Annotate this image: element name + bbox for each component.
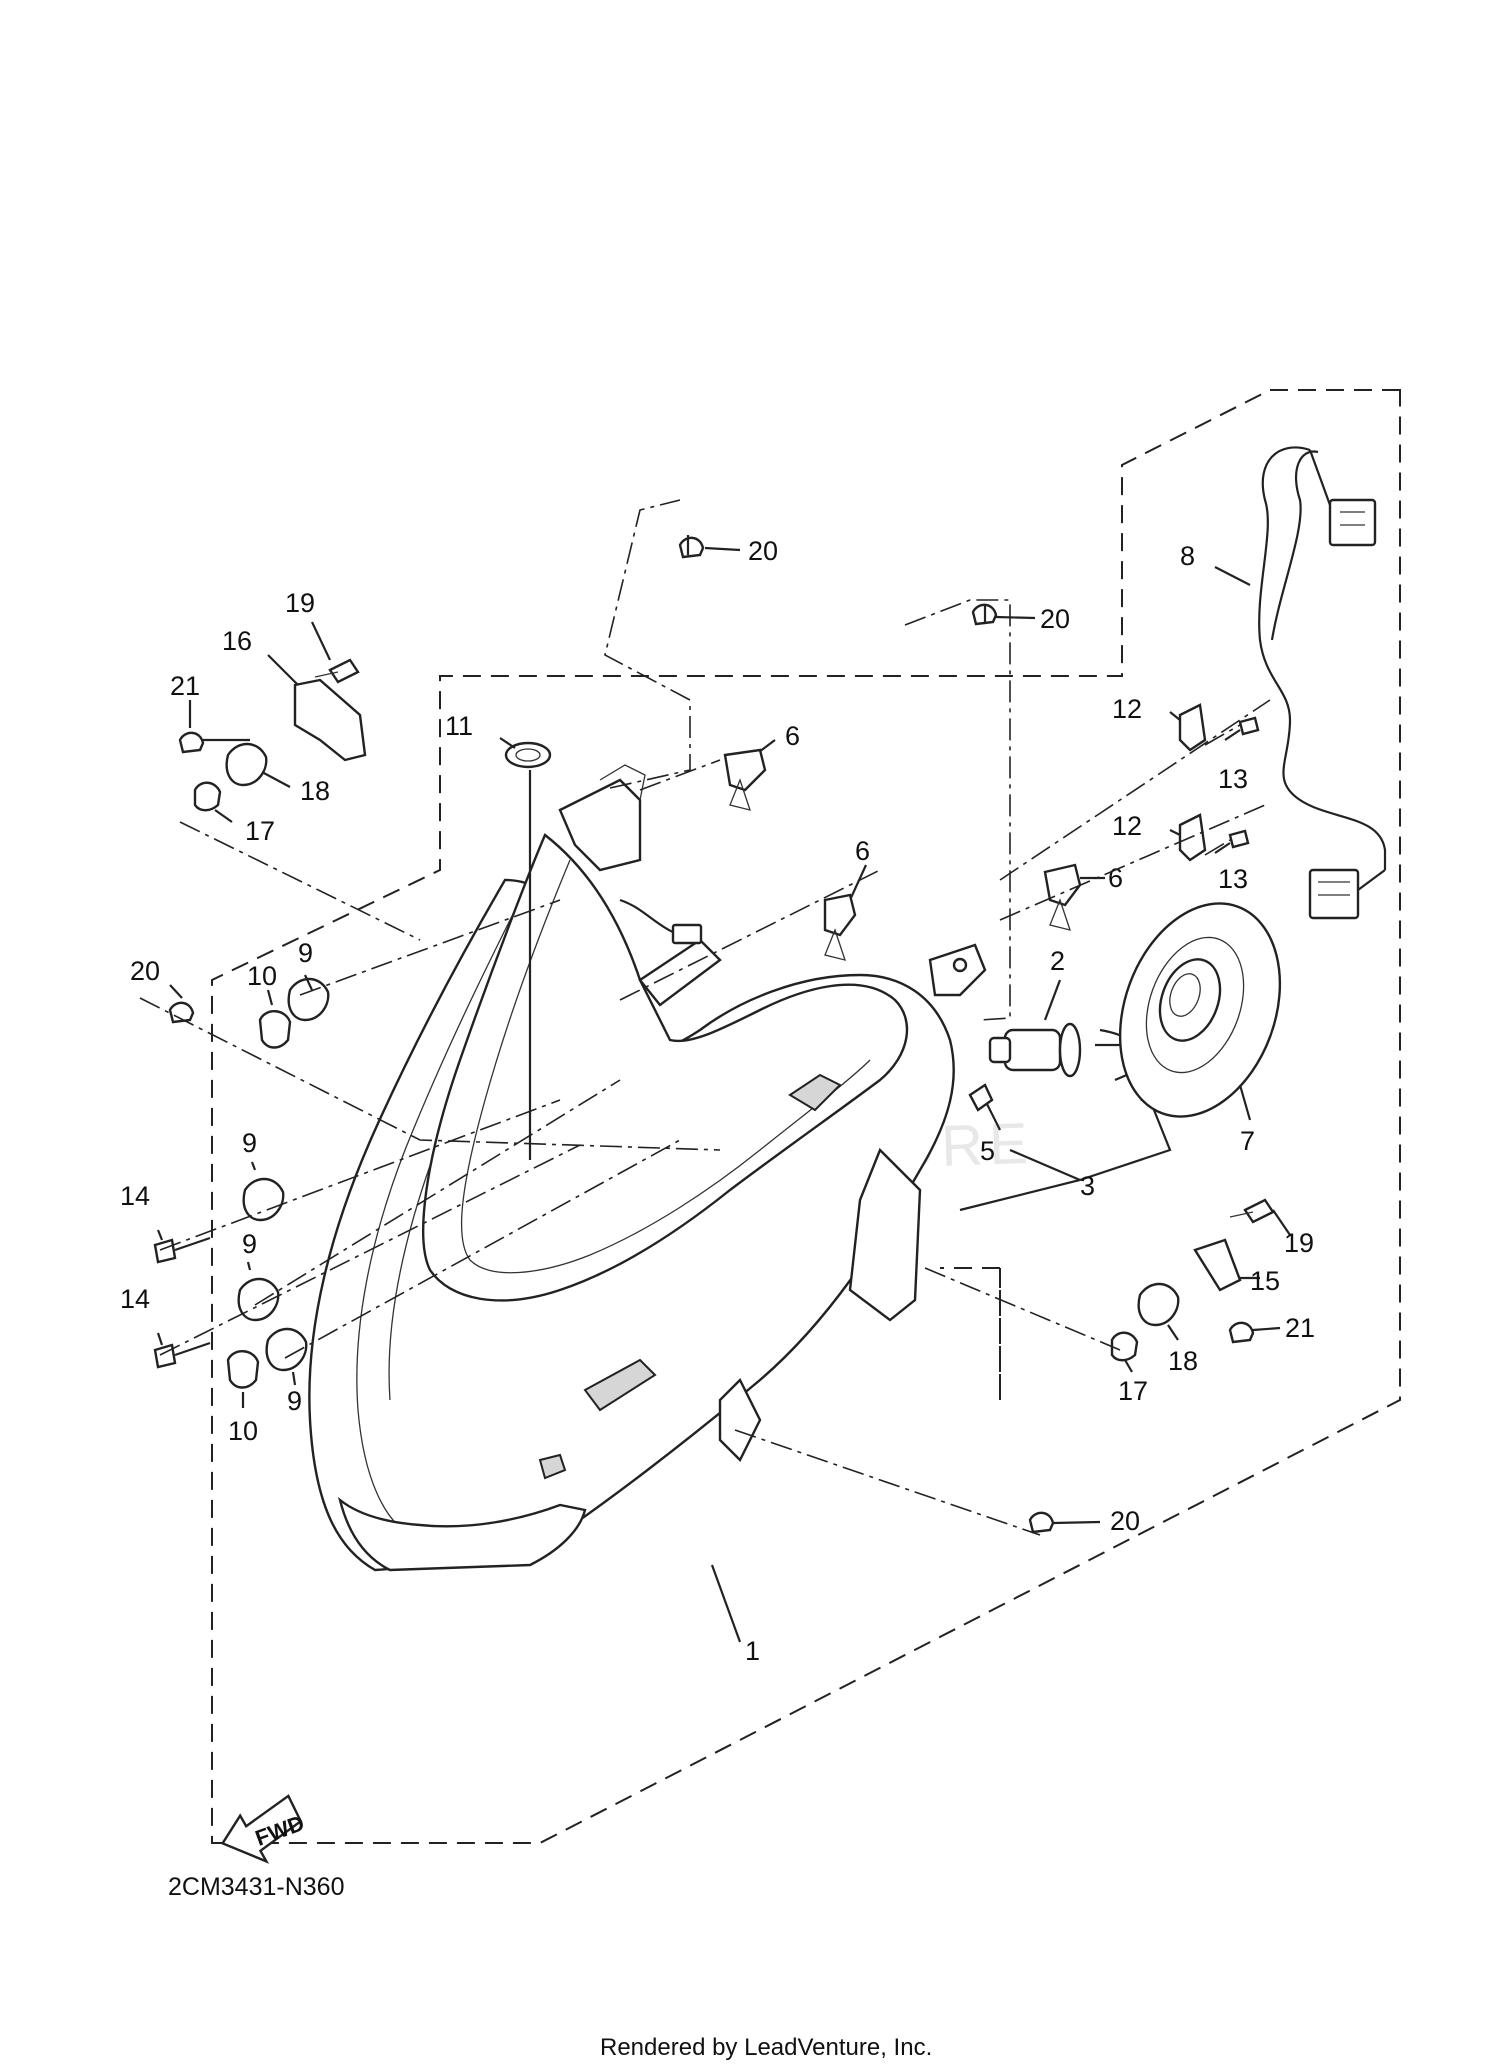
boot-part-7 xyxy=(1118,902,1282,1118)
callout-9-a: 9 xyxy=(298,938,313,968)
callout-21-a: 21 xyxy=(170,671,200,701)
callouts: 1 2 3 4 5 6 6 xyxy=(120,446,1387,1666)
callout-10-a: 10 xyxy=(247,961,277,991)
callout-6-top: 6 xyxy=(785,721,800,751)
callout-20-b: 20 xyxy=(1040,604,1070,634)
callout-9-d: 9 xyxy=(287,1386,302,1416)
callout-18-b: 18 xyxy=(1168,1346,1198,1376)
alignment-lines xyxy=(139,499,1271,1536)
callout-6-middle: 6 xyxy=(855,836,870,866)
callout-3: 3 xyxy=(1080,1171,1095,1201)
callout-15: 15 xyxy=(1250,1266,1280,1296)
callout-11: 11 xyxy=(445,711,473,741)
callout-21-b: 21 xyxy=(1285,1313,1315,1343)
callout-18-a: 18 xyxy=(300,776,330,806)
diagram-code: 2CM3431-N360 xyxy=(168,1873,345,1901)
callout-9-c: 9 xyxy=(242,1229,257,1259)
callout-6-right: 6 xyxy=(1108,863,1123,893)
callout-12-b: 12 xyxy=(1112,811,1142,841)
callout-20-a: 20 xyxy=(748,536,778,566)
callout-13-a: 13 xyxy=(1218,764,1248,794)
assembly-outline-dashed xyxy=(211,389,1401,1844)
callout-2: 2 xyxy=(1050,946,1065,976)
callout-8: 8 xyxy=(1180,541,1195,571)
callout-14-b: 14 xyxy=(120,1284,150,1314)
callout-1: 1 xyxy=(745,1636,760,1666)
callout-20-c: 20 xyxy=(130,956,160,986)
callout-10-b: 10 xyxy=(228,1416,258,1446)
callout-16: 16 xyxy=(222,626,252,656)
callout-19-a: 19 xyxy=(285,588,315,618)
callout-17-a: 17 xyxy=(245,816,275,846)
headlight-housing xyxy=(308,764,987,1572)
callout-14-a: 14 xyxy=(120,1181,150,1211)
callout-17-b: 17 xyxy=(1118,1376,1148,1406)
footer-credit: Rendered by LeadVenture, Inc. xyxy=(600,2034,932,2061)
fwd-arrow-icon: FWD xyxy=(220,1794,308,1864)
callout-5: 5 xyxy=(980,1136,995,1166)
callout-7: 7 xyxy=(1240,1126,1255,1156)
callout-13-b: 13 xyxy=(1218,864,1248,894)
callout-9-b: 9 xyxy=(242,1128,257,1158)
callout-20-d: 20 xyxy=(1110,1506,1140,1536)
bulb-part-2 xyxy=(988,1022,1082,1078)
callout-12-a: 12 xyxy=(1112,694,1142,724)
callout-19-b: 19 xyxy=(1284,1228,1314,1258)
wire-harness-part-8 xyxy=(1258,446,1387,920)
